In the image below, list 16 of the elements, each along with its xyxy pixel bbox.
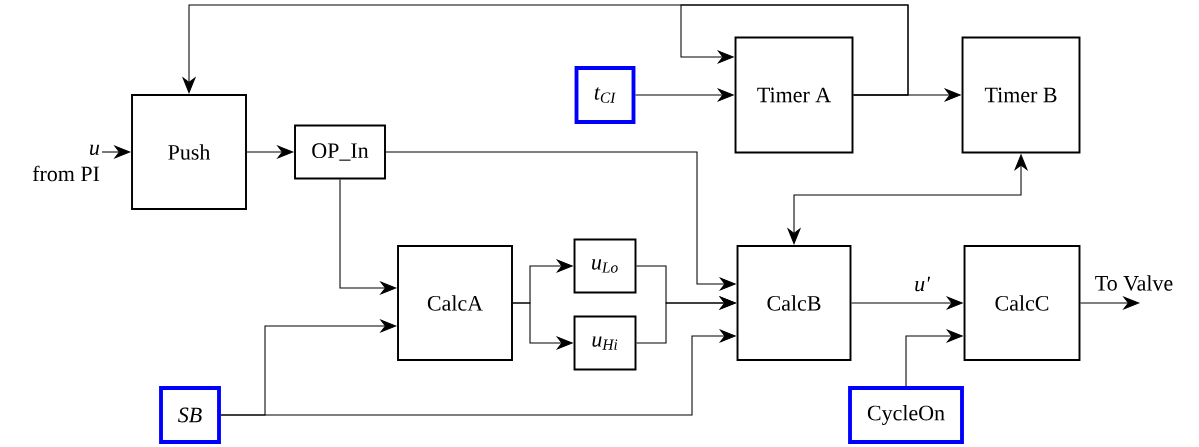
edge-label: To Valve bbox=[1095, 275, 1173, 291]
input-box: t$_{CI}$ bbox=[574, 66, 636, 124]
block-box: OP_In bbox=[294, 124, 386, 180]
input-box: SB bbox=[159, 386, 221, 444]
arrow bbox=[680, 4, 909, 96]
block-box: Push bbox=[131, 94, 247, 210]
block-box: Timer B bbox=[961, 36, 1081, 154]
block-box: Timer A bbox=[734, 36, 854, 154]
block-box: CalcA bbox=[397, 245, 513, 361]
block-box: u$_{Lo}$ bbox=[573, 238, 637, 294]
edge-label: u' bbox=[915, 276, 931, 292]
block-box: CalcC bbox=[963, 245, 1081, 361]
block-box: u$_{Hi}$ bbox=[573, 315, 637, 371]
input-box: CycleOn bbox=[848, 386, 964, 444]
block-box: CalcB bbox=[736, 245, 852, 361]
input-label: u from PI bbox=[32, 144, 100, 182]
